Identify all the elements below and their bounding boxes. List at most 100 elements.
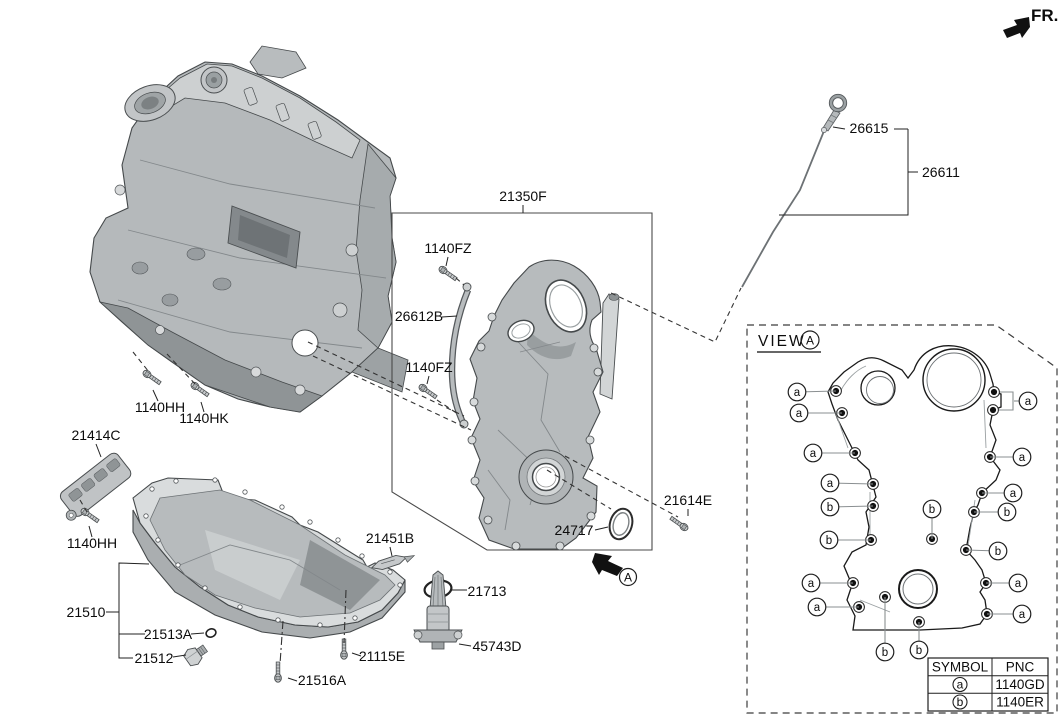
- view-callout-b-9: b: [875, 597, 895, 662]
- svg-text:a: a: [796, 408, 803, 420]
- part-label-21510: 21510: [67, 604, 106, 620]
- view-a-reference-arrow: A: [592, 553, 638, 587]
- view-callout-a-17: a: [987, 604, 1032, 624]
- view-callout-a-16: a: [986, 573, 1028, 593]
- callout-circle-a: [789, 403, 809, 423]
- callout-circle-b: [922, 499, 942, 519]
- bolt-21516A: [274, 661, 282, 683]
- svg-text:b: b: [916, 645, 922, 657]
- bolt-1140HH-upper: [141, 368, 163, 387]
- callout-circle-a: [1008, 573, 1028, 593]
- part-label-21512: 21512: [135, 650, 174, 666]
- part-label-24717: 24717: [555, 522, 594, 538]
- svg-text:b: b: [882, 647, 888, 659]
- view-callout-a-12: a: [990, 447, 1032, 467]
- part-label-26615: 26615: [850, 120, 889, 136]
- callout-circle-a: [820, 473, 840, 493]
- view-callout-b-15: b: [965, 541, 1008, 561]
- bolt-1140FZ-lower: [417, 382, 439, 401]
- dipstick-illustration: [741, 93, 848, 288]
- svg-text:a: a: [814, 602, 821, 614]
- view-callout-b-14: b: [974, 502, 1017, 522]
- part-label-1140FZ: 1140FZ: [405, 359, 453, 375]
- svg-text:b: b: [826, 535, 832, 547]
- part-label-1140HH: 1140HH: [67, 535, 117, 551]
- part-label-FR: FR.: [1031, 6, 1058, 25]
- view-callout-b-5: b: [819, 530, 871, 550]
- view-panel-letter: A: [806, 334, 814, 348]
- view-callout-b-10: b: [909, 622, 929, 660]
- part-label-1140HK: 1140HK: [179, 410, 229, 426]
- table-header-symbol: SYMBOL: [932, 660, 989, 675]
- callout-circle-a: [1012, 447, 1032, 467]
- svg-text:a: a: [1019, 452, 1026, 464]
- part-label-21516A: 21516A: [298, 672, 347, 688]
- part-label-21513A: 21513A: [144, 626, 193, 642]
- timing-cover-box: [391, 212, 653, 551]
- callout-circle-b: [819, 530, 839, 550]
- table-pnc-b: 1140ER: [996, 695, 1044, 710]
- svg-text:b: b: [827, 502, 833, 514]
- svg-text:a: a: [808, 578, 815, 590]
- svg-text:a: a: [1019, 609, 1026, 621]
- view-callout-a-7: a: [807, 597, 859, 617]
- view-callout-b-4: b: [820, 497, 874, 517]
- drain-plug-21512: [183, 644, 208, 667]
- view-callout-a-2: a: [803, 443, 855, 463]
- svg-text:b: b: [929, 504, 935, 516]
- callout-circle-b: [997, 502, 1017, 522]
- part-label-21414C: 21414C: [71, 427, 120, 443]
- view-callout-b-8: b: [922, 499, 942, 539]
- callout-circle-b: [875, 642, 895, 662]
- svg-text:a: a: [827, 478, 834, 490]
- svg-text:b: b: [1004, 507, 1010, 519]
- callout-circle-b: [909, 640, 929, 660]
- part-label-21713: 21713: [468, 583, 507, 599]
- part-labels-layer: FR. 26615 26611 21350F 1140FZ 26612B 1140FZ 216…: [67, 6, 1059, 688]
- engine-assembly-illustration: [89, 45, 409, 413]
- callout-circle-b: [988, 541, 1008, 561]
- part-label-21115E: 21115E: [359, 648, 405, 664]
- table-header-pnc: PNC: [1006, 660, 1035, 675]
- part-label-21614E: 21614E: [664, 492, 712, 508]
- callout-circle-a: [787, 382, 807, 402]
- view-callout-a-0: a: [787, 382, 837, 402]
- windage-tray-21414C: [59, 452, 132, 521]
- part-label-26611: 26611: [922, 164, 960, 180]
- callout-circle-a: [1018, 391, 1038, 411]
- oring-24717: [608, 507, 634, 541]
- view-callout-a-3: a: [820, 473, 874, 493]
- view-callout-a-6: a: [801, 573, 853, 593]
- callout-circle-b: [820, 497, 840, 517]
- bolt-21614E: [668, 514, 690, 533]
- bolt-1140HH-lower: [79, 506, 101, 525]
- part-label-21451B: 21451B: [366, 530, 414, 546]
- oil-pump-45743D: [413, 570, 463, 650]
- oil-jet-21451B: [370, 554, 416, 570]
- svg-text:a: a: [810, 448, 817, 460]
- part-label-45743D: 45743D: [472, 638, 521, 654]
- timing-cover-illustration: [448, 259, 620, 551]
- oil-pan-illustration: [132, 477, 406, 639]
- part-label-1140FZ: 1140FZ: [424, 240, 472, 256]
- view-panel-title: VIEW: [758, 333, 806, 350]
- svg-text:a: a: [794, 387, 801, 399]
- callout-circle-a: [1003, 483, 1023, 503]
- view-callout-a-13: a: [982, 483, 1023, 503]
- part-label-26612B: 26612B: [395, 308, 443, 324]
- view-callout-a-11: a: [1014, 391, 1038, 411]
- label-leader-lines: [88, 126, 918, 682]
- part-label-21350F: 21350F: [499, 188, 546, 204]
- callout-circle-a: [1012, 604, 1032, 624]
- symbol-pnc-table: SYMBOL PNC a 1140GD b 1140ER: [927, 657, 1049, 712]
- callout-circle-a: [803, 443, 823, 463]
- svg-text:a: a: [1025, 396, 1032, 408]
- oring-21513A: [205, 628, 217, 638]
- bolt-1140FZ-upper: [437, 264, 459, 283]
- callout-circle-a: [801, 573, 821, 593]
- view-callout-a-1: a: [789, 403, 842, 423]
